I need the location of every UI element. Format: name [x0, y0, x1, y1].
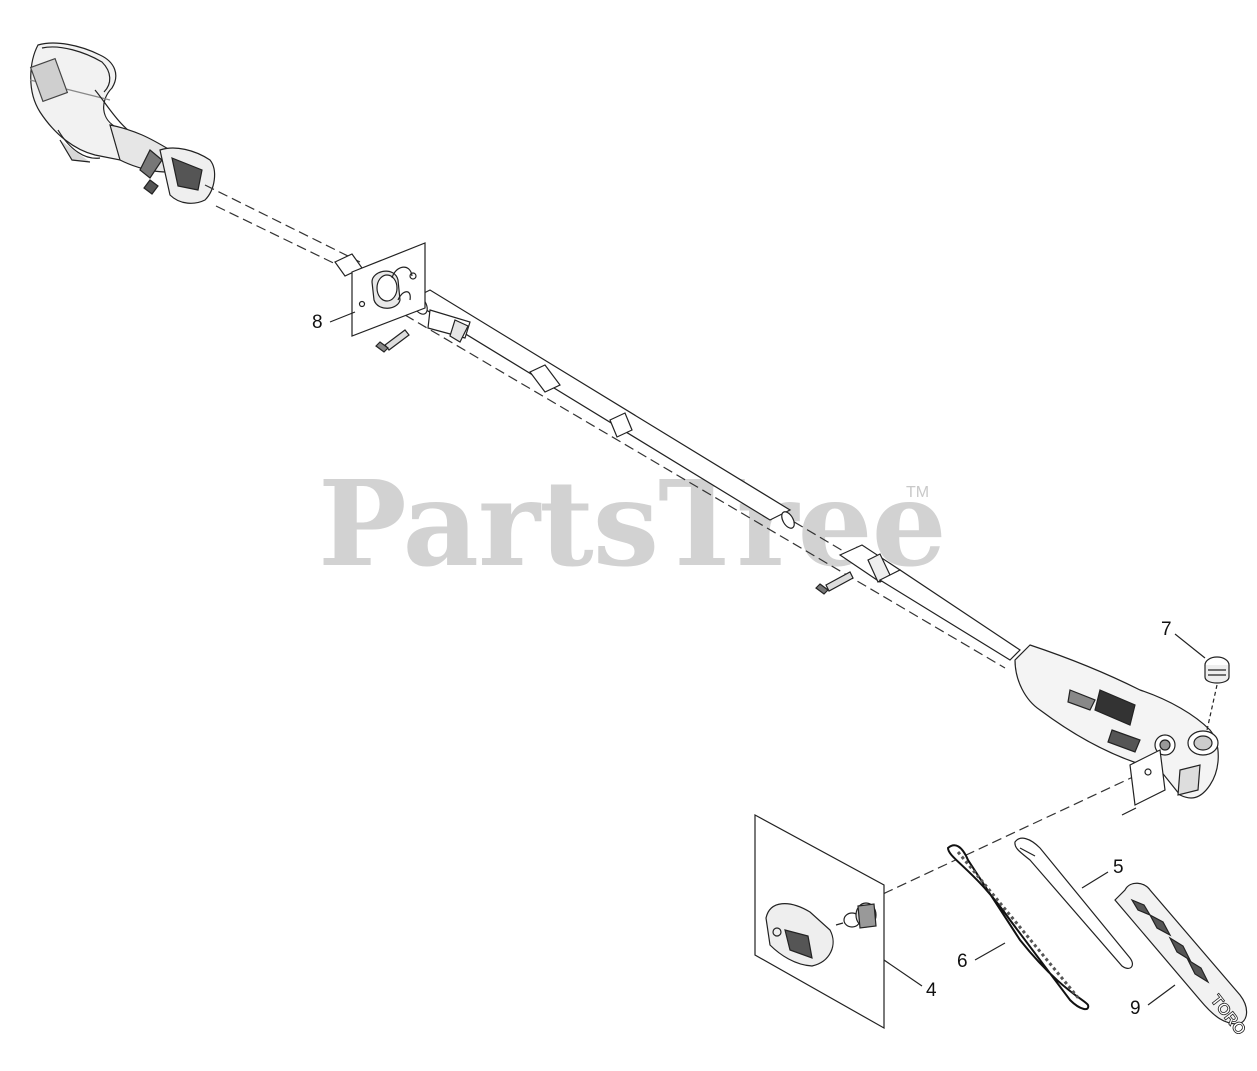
center-lines: [204, 184, 1181, 901]
handle-assembly: [29, 42, 216, 204]
saw-head: [1014, 644, 1219, 816]
watermark-trademark: TM: [906, 484, 930, 501]
guide-bar-5: [1014, 837, 1134, 970]
sprocket-cover-kit-4: [754, 813, 885, 1030]
oil-cap-7: [1204, 656, 1230, 731]
watermark-logo: PartsTree: [318, 454, 947, 593]
callout-9: 9: [1130, 998, 1141, 1019]
saw-chain-6: [946, 844, 1090, 1011]
callout-6: 6: [957, 951, 968, 972]
callout-7: 7: [1161, 619, 1172, 640]
callout-4: 4: [926, 980, 937, 1001]
leader-lines: [329, 311, 1206, 1006]
callout-5: 5: [1113, 857, 1124, 878]
lower-pole: [815, 544, 1021, 661]
callout-8: 8: [312, 312, 323, 333]
clamp-kit-8: [351, 242, 426, 353]
